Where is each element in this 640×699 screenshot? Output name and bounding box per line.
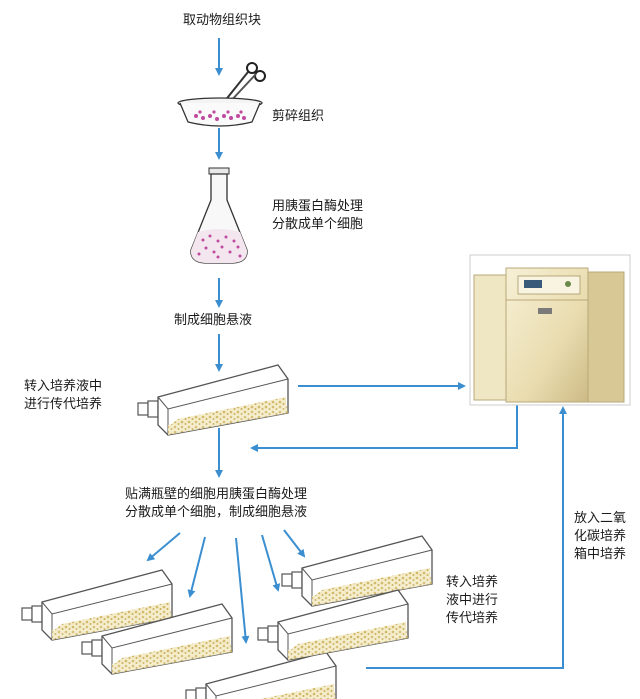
- fan-arrow-3: [235, 537, 250, 644]
- culture-flask-icon: [281, 535, 433, 607]
- label-step1: 取动物组织块: [183, 13, 262, 28]
- fan-arrow-5: [283, 529, 306, 558]
- fan-arrow-1: [146, 532, 181, 562]
- label-step3-line1: 用胰蛋白酶处理: [272, 199, 364, 214]
- label-step7-line2: 液中进行: [446, 593, 499, 608]
- label-step3-line2: 分散成单个细胞: [272, 217, 364, 232]
- label-step6-line1: 贴满瓶壁的细胞用胰蛋白酶处理: [125, 487, 308, 502]
- arrow-subculture-to-incubator: [366, 406, 567, 669]
- label-step7-line3: 传代培养: [446, 611, 499, 626]
- label-incubator-line2: 化碳培养: [574, 529, 627, 544]
- label-step4: 制成细胞悬液: [174, 313, 253, 328]
- culture-flask-icon: [185, 651, 337, 699]
- label-incubator-line3: 箱中培养: [574, 547, 627, 562]
- culture-flask-icon: [137, 364, 289, 436]
- fan-arrow-4: [261, 534, 281, 592]
- label-incubator-line1: 放入二氧: [574, 511, 627, 526]
- co2-incubator-icon: [469, 254, 631, 406]
- label-step5-line1: 转入培养液中: [24, 379, 103, 394]
- culture-dish-icon: [177, 97, 263, 127]
- label-step5-line2: 进行传代培养: [24, 397, 103, 412]
- label-step7-line1: 转入培养: [446, 575, 499, 590]
- conical-flask-icon: [190, 167, 248, 264]
- fan-arrow-2: [187, 536, 206, 598]
- label-step6-line2: 分散成单个细胞，制成细胞悬液: [125, 505, 308, 520]
- arrow-incubator-return: [250, 404, 518, 452]
- label-step2: 剪碎组织: [272, 109, 325, 124]
